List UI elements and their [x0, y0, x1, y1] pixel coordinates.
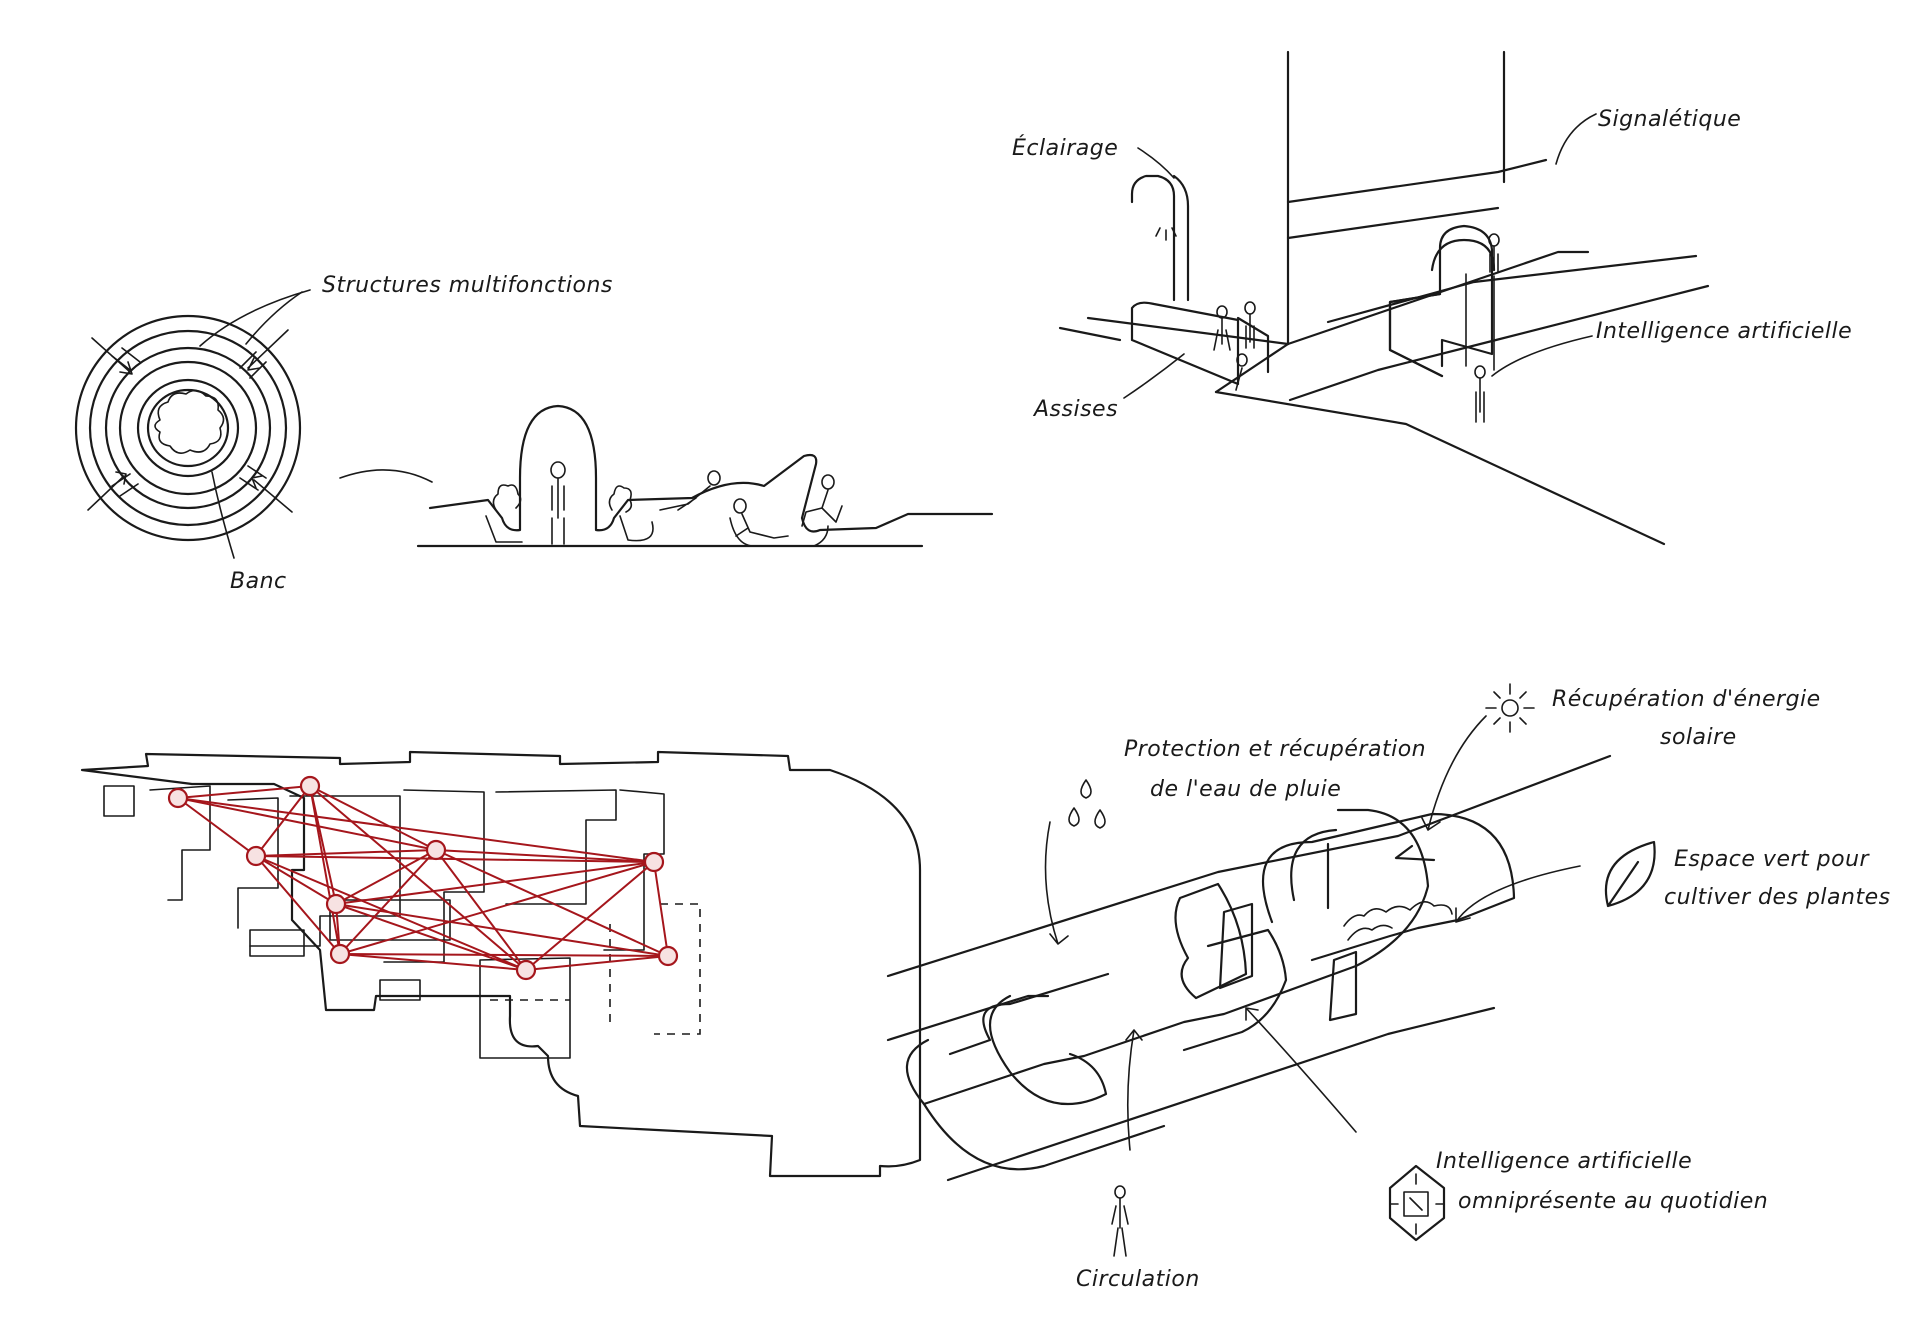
label-circulation: Circulation [1076, 1267, 1200, 1292]
label-solaire-1: Récupération d'énergie [1552, 687, 1821, 712]
network-nodes [167, 775, 679, 981]
person-icon [1111, 1185, 1129, 1257]
axonometric-street [1058, 50, 1710, 546]
concentric-plan [74, 289, 311, 559]
leaf-icon [1604, 840, 1656, 908]
site-plan [80, 750, 922, 1178]
label-eclairage: Éclairage [1012, 135, 1118, 161]
label-vert-1: Espace vert pour [1674, 847, 1871, 872]
ai-chip-icon [1388, 1164, 1446, 1242]
sun-icon [1485, 683, 1535, 733]
label-signaletique: Signalétique [1598, 107, 1741, 132]
label-pluie-2: de l'eau de pluie [1150, 777, 1341, 802]
label-solaire-2: solaire [1660, 725, 1737, 750]
label-vert-2: cultiver des plantes [1664, 885, 1891, 910]
section-sketch [339, 404, 994, 548]
label-ia-bottom-2: omniprésente au quotidien [1458, 1189, 1768, 1214]
network-lines [177, 785, 669, 971]
label-assises: Assises [1032, 397, 1118, 422]
label-ia-top: Intelligence artificielle [1596, 319, 1852, 344]
rain-drops-icon [1068, 779, 1106, 829]
label-banc: Banc [230, 569, 287, 594]
tube-structure [886, 715, 1612, 1182]
label-ia-bottom-1: Intelligence artificielle [1436, 1149, 1692, 1174]
label-pluie-1: Protection et récupération [1124, 737, 1426, 762]
label-structures: Structures multifonctions [322, 273, 613, 298]
